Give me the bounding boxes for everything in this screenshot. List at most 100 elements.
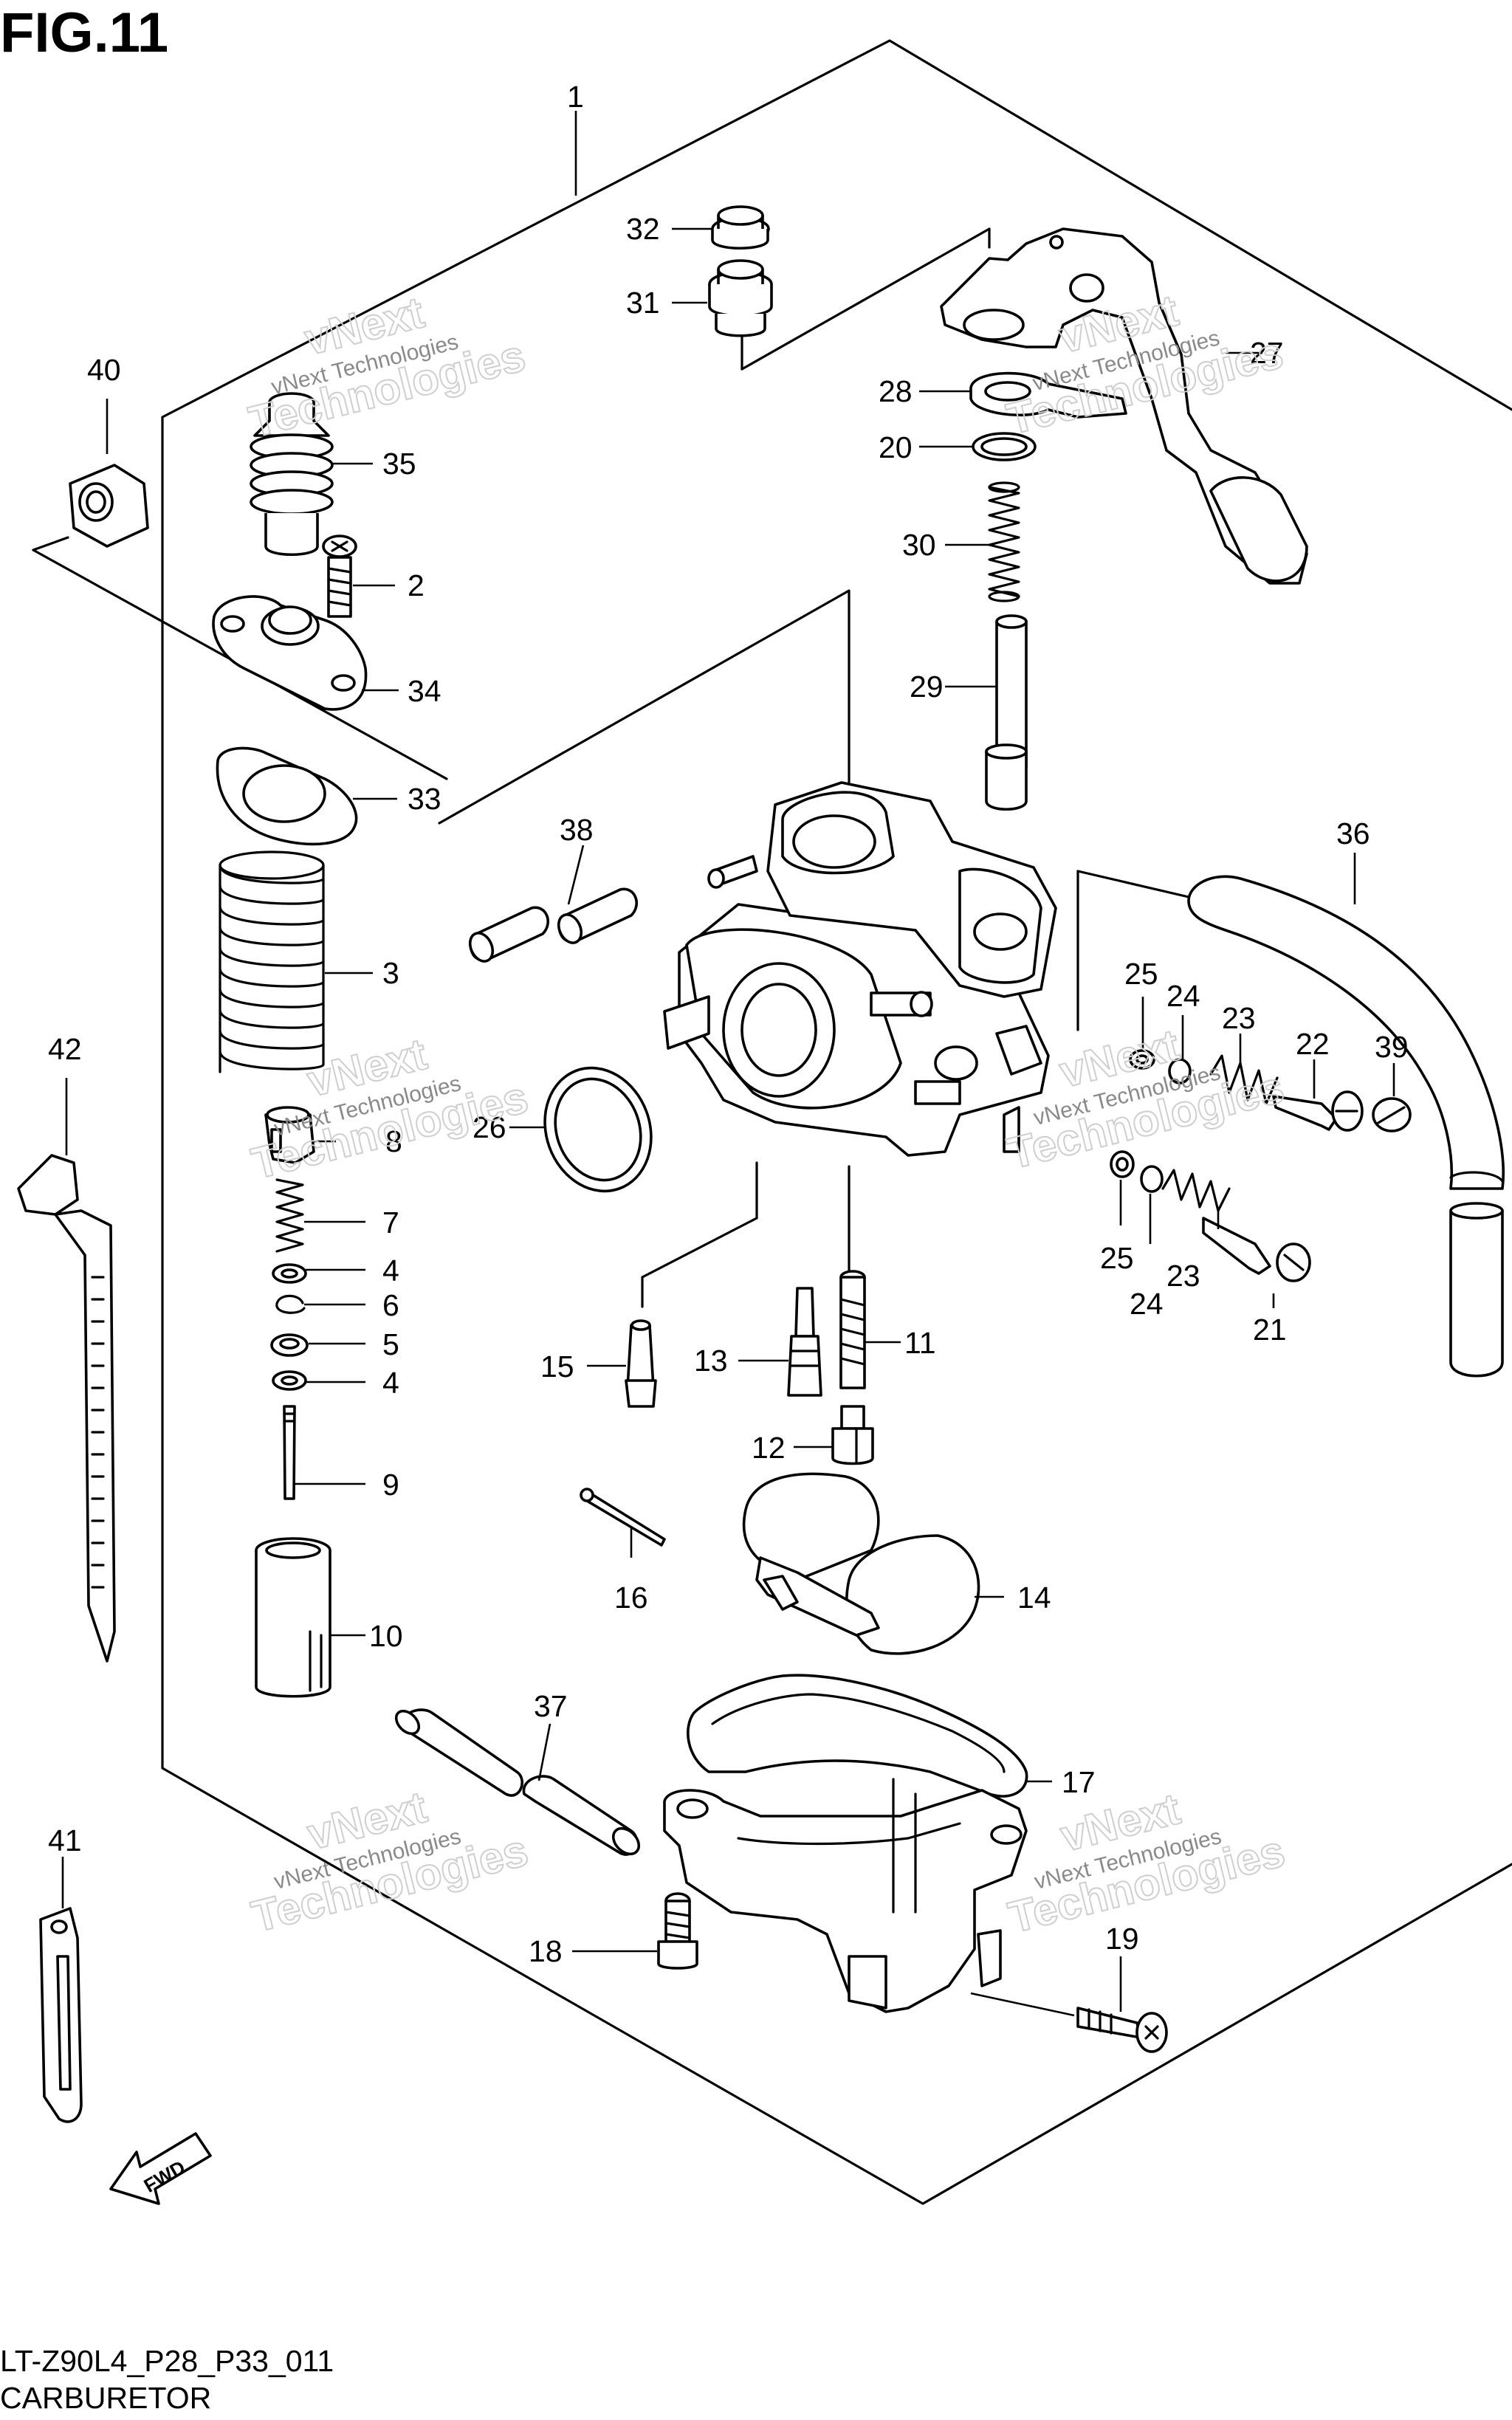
callout-17: 17: [1062, 1765, 1096, 1799]
part-18-bolt: [657, 1892, 698, 1970]
part-23-spring-a: [1209, 1054, 1279, 1105]
part-22-screw: [1272, 1090, 1364, 1132]
callout-2: 2: [408, 568, 425, 602]
callout-38: 38: [560, 813, 594, 847]
callout-20: 20: [879, 430, 913, 464]
callout-40: 40: [87, 353, 121, 387]
callout-26: 26: [472, 1110, 506, 1144]
fwd-arrow-icon: FWD: [109, 2132, 212, 2205]
callout-23-lower: 23: [1166, 1259, 1200, 1293]
part-6-clip: [275, 1294, 306, 1314]
part-37-tubes: [394, 1708, 641, 1856]
callout-16: 16: [614, 1581, 648, 1615]
outline-tick: [32, 536, 69, 551]
part-5-washer: [270, 1333, 309, 1357]
callout-4-lower: 4: [382, 1366, 399, 1400]
callout-14: 14: [1017, 1581, 1051, 1615]
callout-1: 1: [567, 80, 584, 114]
callout-23-upper: 23: [1222, 1001, 1256, 1035]
callout-28: 28: [879, 374, 913, 408]
callout-32: 32: [626, 212, 660, 246]
callout-36: 36: [1336, 817, 1370, 850]
callout-24-lower: 24: [1130, 1287, 1164, 1321]
callout-11: 11: [904, 1326, 936, 1360]
callout-41: 41: [48, 1823, 82, 1857]
callout-22: 22: [1296, 1027, 1330, 1061]
part-31-screw: [708, 259, 773, 337]
callout-9: 9: [382, 1468, 399, 1502]
callout-13: 13: [694, 1344, 728, 1378]
callout-19: 19: [1105, 1922, 1139, 1956]
part-25-washer-a: [1129, 1049, 1155, 1070]
callout-24-upper: 24: [1166, 979, 1200, 1013]
part-24-oring-a: [1168, 1058, 1192, 1084]
part-4-washer-b: [272, 1370, 307, 1391]
part-9-needle: [283, 1405, 296, 1500]
part-15-jet: [625, 1319, 657, 1408]
part-35-boot: [250, 392, 334, 557]
callout-39: 39: [1375, 1030, 1409, 1064]
assembly-outline-left: [161, 416, 1512, 2205]
part-42-cable-tie: [17, 1154, 116, 1663]
part-21-screw: [1202, 1217, 1311, 1282]
part-27-lever: [940, 227, 1308, 585]
callout-27: 27: [1250, 336, 1284, 370]
callout-25-lower: 25: [1100, 1241, 1134, 1275]
callout-34: 34: [408, 674, 441, 708]
float-bowl: [663, 1778, 1028, 2013]
callout-35: 35: [382, 447, 416, 481]
part-28-plate: [969, 371, 1127, 419]
part-11-needle-jet: [839, 1270, 866, 1389]
part-8-retainer: [264, 1106, 315, 1164]
carburetor-body: [663, 781, 1057, 1157]
part-33-gasket: [216, 746, 358, 846]
watermark-mid-left: vNext Technologies vNext Technologies: [246, 1028, 533, 1189]
part-16-pin: [580, 1488, 666, 1547]
part-14-float: [742, 1472, 980, 1655]
callout-6: 6: [382, 1288, 399, 1322]
callout-31: 31: [626, 286, 660, 320]
callout-29: 29: [910, 670, 944, 704]
part-30-spring: [988, 481, 1020, 602]
callout-21: 21: [1253, 1313, 1287, 1347]
part-32-cap: [711, 205, 770, 250]
part-29-plunger: [985, 614, 1028, 811]
part-10-slide: [255, 1537, 331, 1698]
part-4-washer-a: [272, 1263, 307, 1284]
part-25-washer-b: [1110, 1150, 1135, 1178]
callout-15: 15: [540, 1350, 574, 1383]
figure-title: FIG.11: [0, 1, 168, 64]
part-38-tubes: [468, 887, 639, 963]
watermark-bottom-left: vNext Technologies vNext Technologies: [246, 1781, 533, 1942]
callout-37: 37: [534, 1689, 568, 1723]
part-39-cap: [1372, 1097, 1412, 1132]
figure-caption: CARBURETOR: [0, 2381, 211, 2415]
callout-8: 8: [385, 1124, 402, 1158]
part-19-screw: [1076, 2007, 1168, 2053]
callout-30: 30: [902, 528, 936, 562]
callout-7: 7: [382, 1206, 399, 1240]
callout-3: 3: [382, 956, 399, 990]
figure-code: LT-Z90L4_P28_P33_011: [0, 2344, 334, 2378]
part-3-spring: [219, 850, 325, 1073]
part-17-gasket: [687, 1674, 1028, 1798]
part-24-oring-b: [1140, 1165, 1164, 1193]
callout-18: 18: [529, 1934, 563, 1968]
part-36-hose: [1187, 875, 1505, 1378]
leader-lines: [61, 111, 1395, 2017]
assembly-outline: [161, 39, 1512, 419]
callout-12: 12: [752, 1431, 786, 1465]
part-40-nut: [69, 464, 149, 548]
part-26-oring: [543, 1066, 653, 1193]
callout-25-upper: 25: [1124, 957, 1158, 991]
part-12-main-jet: [831, 1405, 874, 1465]
callout-10: 10: [369, 1619, 403, 1653]
part-34-top-cap: [212, 595, 368, 711]
part-13-jet: [787, 1287, 822, 1397]
inner-frame: [438, 589, 850, 825]
callout-4-upper: 4: [382, 1254, 399, 1288]
part-23-spring-b: [1161, 1169, 1231, 1212]
watermark-bottom-right: vNext Technologies vNext Technologies: [1003, 1783, 1291, 1943]
callout-5: 5: [382, 1327, 399, 1361]
